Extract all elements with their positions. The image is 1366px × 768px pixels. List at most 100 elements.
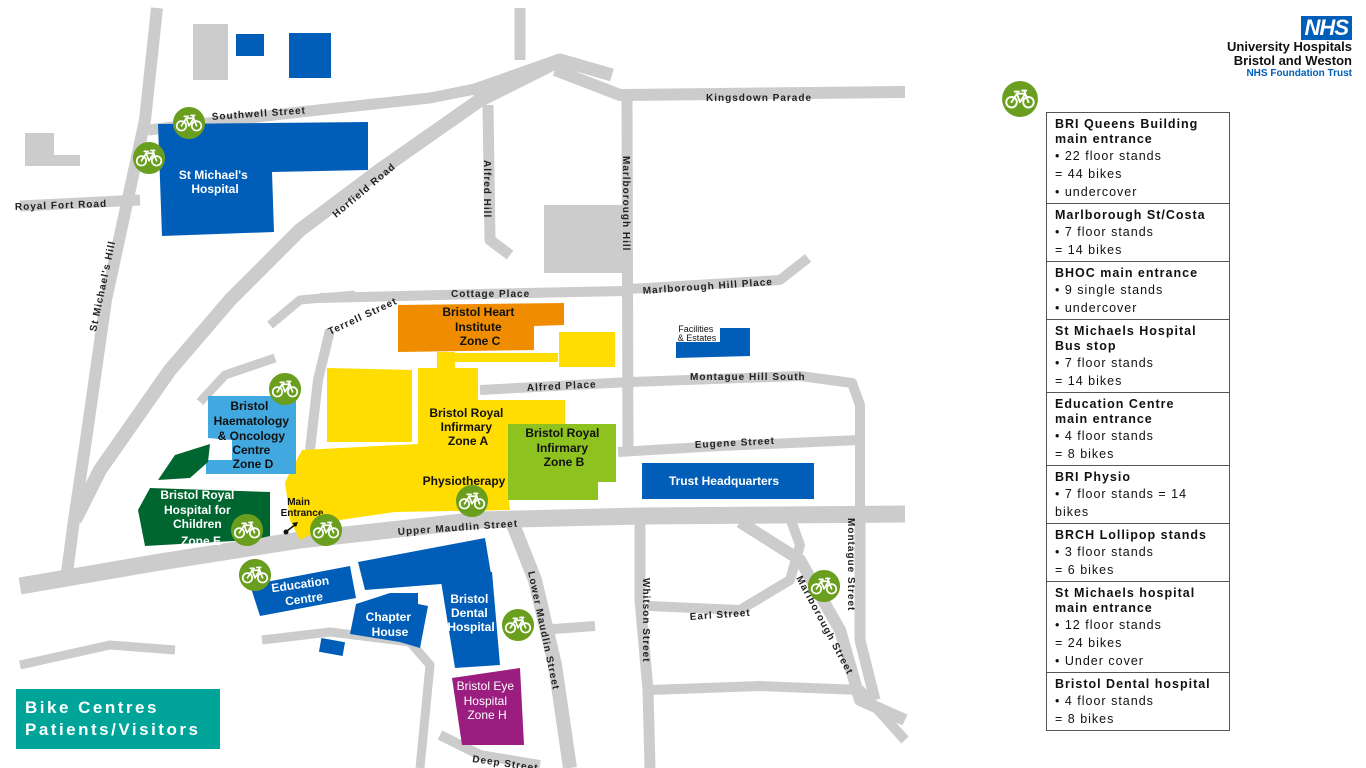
bike-icon [455, 484, 489, 518]
building-st-michaels [158, 122, 368, 236]
road-deep [437, 730, 541, 768]
legend-item-line: = 24 bikes [1055, 636, 1123, 650]
building-dental [440, 572, 500, 668]
label-trust-headquarters: Trust Headquarters [669, 474, 779, 488]
label-education-centre: Education Centre [271, 573, 336, 610]
legend-item-title: BRI Physio [1055, 470, 1131, 484]
nhs-badge: NHS [1300, 16, 1352, 40]
map-title-badge: Bike Centres Patients/Visitors [16, 689, 220, 749]
building-bhi [398, 303, 564, 352]
label-main-entrance: Main Entrance [281, 497, 324, 519]
legend-item-title: BRCH Lollipop stands [1055, 528, 1207, 542]
label-alfred-hill: Alfred Hill [481, 160, 492, 218]
label-alfred-place: Alfred Place [527, 379, 597, 394]
label-montague-street: Montague Street [845, 518, 856, 611]
building-labels: St Michael's Hospital Bristol Heart Inst… [160, 168, 779, 722]
road-whitson [634, 518, 656, 768]
legend-item-line: • 22 floor stands [1055, 149, 1162, 163]
road-marlborough-hill-place [627, 254, 812, 294]
road-left-bottom [19, 640, 176, 670]
label-bri-zone-b: Bristol Royal Infirmary Zone B [525, 426, 602, 469]
road-st-michaels-hill [60, 7, 163, 581]
label-earl-street: Earl Street [689, 608, 751, 623]
label-chapter-house: Chapter House [366, 610, 415, 639]
legend-item: BHOC main entrance • 9 single stands • und… [1046, 262, 1230, 320]
bike-icon [172, 106, 206, 140]
bike-icon [238, 558, 272, 592]
road-marlborough-hill [621, 94, 634, 456]
road-eugene [617, 435, 861, 457]
legend-item-title: BRI Queens Building [1055, 117, 1199, 131]
legend-item-title: main entrance [1055, 601, 1153, 615]
legend-item-line: • 9 single stands [1055, 283, 1164, 297]
label-eugene-street: Eugene Street [695, 436, 776, 451]
bike-stand-legend: BRI Queens Building main entrance • 22 flo… [1046, 112, 1230, 731]
bike-icon [501, 608, 535, 642]
bike-icon [132, 141, 166, 175]
bike-icon [309, 513, 343, 547]
road-montague-street [854, 520, 881, 702]
legend-item-title: BHOC main entrance [1055, 266, 1199, 280]
logo-line-1: University Hospitals [1227, 39, 1352, 54]
legend-item: Bristol Dental hospital• 4 floor stands=… [1046, 673, 1230, 731]
road-royal-fort [19, 194, 141, 212]
bike-icon [268, 372, 302, 406]
road-upper-maudlin [18, 505, 906, 595]
title-line-1: Bike Centres [25, 698, 159, 717]
building-education [250, 566, 356, 616]
legend-item-title: St Michaels hospital [1055, 586, 1196, 600]
legend-item: Marlborough St/Costa• 7 floor stands= 14… [1046, 204, 1230, 262]
legend-item-line: bikes [1055, 505, 1090, 519]
legend-item-title: St Michaels Hospital [1055, 324, 1197, 338]
legend-item-line: • 4 floor stands [1055, 694, 1154, 708]
road-alfred-hill [482, 104, 514, 260]
legend-item-line: • undercover [1055, 185, 1138, 199]
legend-item: BRCH Lollipop stands • 3 floor stands = 6 … [1046, 524, 1230, 582]
legend-item-line: = 6 bikes [1055, 563, 1115, 577]
legend-item-line: • 12 floor stands [1055, 618, 1162, 632]
road-kingsdown [552, 64, 906, 101]
label-royal-fort-road: Royal Fort Road [15, 199, 108, 213]
road-southwell [147, 82, 482, 136]
legend-item: BRI Physio • 7 floor stands = 14 bikes [1046, 466, 1230, 524]
bike-icon [230, 513, 264, 547]
label-marlborough-hill: Marlborough Hill [620, 156, 631, 251]
road-lower-left [261, 627, 435, 768]
legend-item-line: • 3 floor stands [1055, 545, 1154, 559]
legend-item-line: • 7 floor stands [1055, 356, 1154, 370]
grey-building [544, 205, 624, 273]
label-eye-hospital: Bristol Eye Hospital Zone H [457, 679, 518, 722]
legend-item-line: = 14 bikes [1055, 243, 1123, 257]
label-montague-hill-south: Montague Hill South [690, 372, 806, 383]
label-st-michaels-hospital: St Michael's Hospital [179, 168, 251, 196]
legend-item-title: Bristol Dental hospital [1055, 677, 1211, 691]
logo-line-2: Bristol and Weston [1233, 53, 1352, 68]
building-eye [452, 668, 524, 745]
road-bottom [649, 681, 909, 744]
legend-item-line: • undercover [1055, 301, 1138, 315]
legend-item-line: = 44 bikes [1055, 167, 1123, 181]
road-horfield [68, 53, 564, 524]
blue-building [289, 33, 331, 78]
building-bri-b [508, 424, 616, 500]
label-whitson-street: Whitson Street [640, 578, 651, 663]
blue-building [318, 638, 346, 656]
blue-buildings [158, 33, 814, 668]
legend-item-line: • 4 floor stands [1055, 429, 1154, 443]
building-facilities [676, 328, 750, 358]
label-bhoc: Bristol Haematology & Oncology Centre Zo… [214, 399, 293, 471]
label-kingsdown-parade: Kingsdown Parade [706, 93, 812, 104]
legend-item-line: • 7 floor stands = 14 [1055, 487, 1188, 501]
label-brch: Bristol Royal Hospital for Children Zone… [160, 488, 237, 548]
label-physiotherapy: Physiotherapy [423, 474, 506, 488]
road-cottage-place [319, 286, 626, 303]
legend-item-line: = 14 bikes [1055, 374, 1123, 388]
label-facilities-estates: Facilities & Estates [678, 324, 717, 343]
road-maudlin-branch [539, 621, 596, 635]
road-bhoc-curve [196, 353, 277, 406]
legend-item-title: Bus stop [1055, 339, 1117, 353]
label-cottage-place: Cottage Place [451, 289, 530, 300]
